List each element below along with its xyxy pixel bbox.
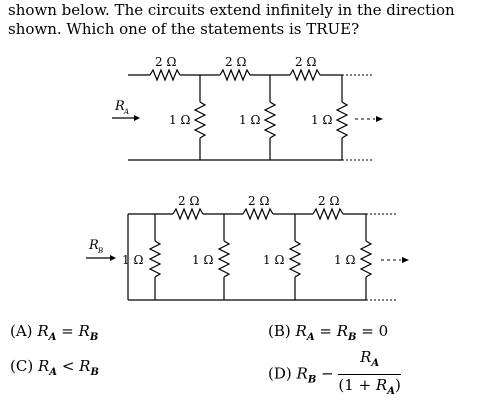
- input-label-ra-sub: A: [123, 108, 129, 116]
- rb-symbol: R: [296, 364, 308, 383]
- equals-sign: =: [61, 322, 74, 340]
- ra-sub: A: [387, 386, 395, 397]
- arrow-head-icon: [134, 115, 140, 121]
- resistor-1ohm-a2: [263, 101, 277, 139]
- fraction-numerator: RA: [338, 348, 401, 375]
- resistor-1ohm-b1: [148, 240, 162, 278]
- option-d[interactable]: (D) RB − RA (1 + RA): [268, 348, 401, 401]
- ra-symbol: R: [360, 348, 372, 366]
- label-1ohm: 1 Ω: [192, 253, 213, 267]
- arrow-head-icon: [402, 257, 409, 263]
- rb-symbol: R: [79, 357, 91, 375]
- input-label-ra: R: [114, 99, 125, 114]
- rb-sub: B: [89, 332, 99, 343]
- den-close: ): [394, 376, 401, 394]
- ra-sub: A: [371, 358, 380, 369]
- resistor-1ohm-b4: [359, 240, 373, 278]
- equals-sign: =: [319, 322, 332, 340]
- arrow-head-icon: [376, 116, 383, 122]
- equals-zero: = 0: [361, 322, 389, 340]
- label-1ohm: 1 Ω: [169, 113, 190, 127]
- question-line-1: shown below. The circuits extend infinit…: [8, 1, 455, 19]
- less-than-sign: <: [61, 357, 75, 375]
- label-2ohm: 2 Ω: [248, 194, 269, 208]
- label-2ohm: 2 Ω: [225, 55, 246, 69]
- option-a[interactable]: (A) RA = RB: [10, 322, 98, 347]
- minus-sign: −: [321, 364, 334, 383]
- ra-symbol: R: [37, 322, 49, 340]
- resistor-2ohm-b2: [242, 207, 274, 221]
- ra-symbol: R: [375, 376, 388, 394]
- ra-sub: A: [49, 367, 58, 378]
- label-2ohm: 2 Ω: [178, 194, 199, 208]
- label-1ohm: 1 Ω: [334, 253, 355, 267]
- option-b[interactable]: (B) RA = RB = 0: [268, 322, 388, 347]
- label-1ohm: 1 Ω: [239, 113, 260, 127]
- input-label-rb: R: [88, 238, 99, 253]
- ra-sub: A: [48, 332, 57, 343]
- option-c-tag: (C): [10, 357, 34, 375]
- rb-symbol: R: [78, 322, 90, 340]
- option-b-tag: (B): [268, 322, 291, 340]
- label-2ohm: 2 Ω: [295, 55, 316, 69]
- rb-sub: B: [307, 374, 317, 386]
- circuit-a: 2 Ω 2 Ω 2 Ω 1 Ω 1 Ω 1 Ω R A: [112, 55, 383, 161]
- question-line-2: shown. Which one of the statements is TR…: [8, 20, 360, 38]
- resistor-1ohm-a3: [335, 101, 349, 139]
- resistor-2ohm-a2: [219, 68, 251, 82]
- arrow-head-icon: [110, 255, 116, 261]
- option-d-tag: (D): [268, 364, 292, 383]
- resistor-1ohm-b3: [288, 240, 302, 278]
- rb-symbol: R: [336, 322, 349, 340]
- ra-sub: A: [306, 332, 315, 343]
- label-2ohm: 2 Ω: [155, 55, 176, 69]
- resistor-2ohm-b3: [312, 207, 344, 221]
- resistor-2ohm-a3: [289, 68, 321, 82]
- resistor-2ohm-a1: [149, 68, 181, 82]
- den-open: (1 +: [338, 376, 376, 394]
- input-label-rb-sub: B: [97, 247, 103, 255]
- fraction-denominator: (1 + RA): [338, 375, 400, 401]
- fraction: RA (1 + RA): [338, 348, 401, 401]
- ra-symbol: R: [295, 322, 307, 340]
- resistor-2ohm-b1: [172, 207, 204, 221]
- rb-sub: B: [90, 367, 99, 378]
- option-c[interactable]: (C) RA < RB: [10, 357, 99, 382]
- label-1ohm: 1 Ω: [263, 253, 284, 267]
- ra-symbol: R: [37, 357, 50, 375]
- resistor-1ohm-b2: [217, 240, 231, 278]
- label-1ohm: 1 Ω: [122, 253, 143, 267]
- resistor-1ohm-a1: [193, 101, 207, 139]
- circuit-b: 2 Ω 2 Ω 2 Ω 1 Ω 1 Ω 1 Ω 1 Ω R B: [86, 194, 409, 301]
- option-a-tag: (A): [10, 322, 33, 340]
- rb-sub: B: [348, 332, 357, 343]
- label-1ohm: 1 Ω: [311, 113, 332, 127]
- label-2ohm: 2 Ω: [318, 194, 339, 208]
